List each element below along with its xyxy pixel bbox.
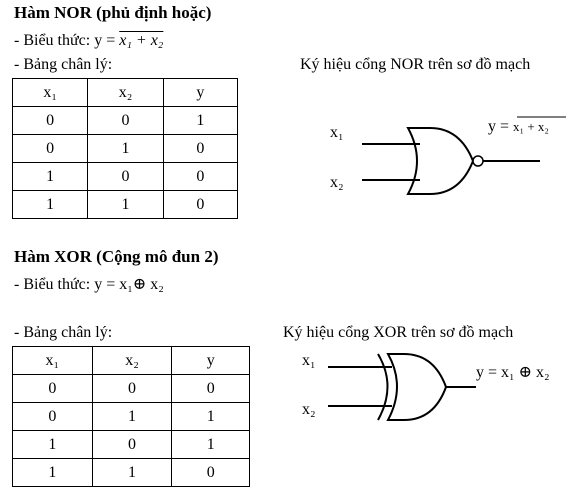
nor-table-cell: 0 xyxy=(162,162,239,191)
nor-inversion-bubble xyxy=(472,155,484,167)
xor-table-header-cell: x₂ xyxy=(91,346,173,375)
nor-table-cell: 1 xyxy=(87,134,164,163)
nor-symbol-caption: Ký hiệu cổng NOR trên sơ đồ mạch xyxy=(300,56,531,73)
nor-table-cell: 0 xyxy=(162,134,239,163)
xor-symbol-caption: Ký hiệu cổng XOR trên sơ đồ mạch xyxy=(283,324,514,341)
nor-gate-output-label: y = x₁ + x₂ xyxy=(488,118,549,135)
nor-gate-output-prefix: y = xyxy=(488,118,513,135)
nor-table-header-cell: x₂ xyxy=(87,78,164,107)
xor-title: Hàm XOR (Cộng mô đun 2) xyxy=(14,247,219,266)
nor-table-cell: 0 xyxy=(162,190,239,219)
nor-expression-prefix: - Biểu thức: y = xyxy=(14,32,120,49)
nor-expression-formula: x₁ + x₂ xyxy=(119,32,164,49)
xor-table-cell: 0 xyxy=(12,374,93,403)
nor-table-header-cell: y xyxy=(162,78,239,107)
nor-table-header-cell: x₁ xyxy=(11,78,89,107)
xor-table-cell: 0 xyxy=(12,402,93,431)
nor-gate-output-formula: x₁ + x₂ xyxy=(513,119,549,134)
nor-table-cell: 1 xyxy=(87,190,164,219)
nor-table-cell: 0 xyxy=(11,134,89,163)
nor-table-cell: 1 xyxy=(162,106,239,135)
xor-table-cell: 0 xyxy=(91,374,173,403)
xor-table-cell: 1 xyxy=(12,458,93,487)
xor-gate-input1-label: x₁ xyxy=(302,352,316,369)
nor-table-cell: 1 xyxy=(11,190,89,219)
xor-expression: - Biểu thức: y = x₁⊕ x₂ xyxy=(14,276,164,293)
xor-table-cell: 0 xyxy=(171,374,250,403)
xor-table-cell: 0 xyxy=(171,458,250,487)
nor-gate-diagram: x₁ x₂ y = x₁ + x₂ xyxy=(330,116,566,195)
xor-extra-input-arc xyxy=(377,353,389,421)
nor-table-cell: 0 xyxy=(87,106,164,135)
nor-table-cell: 0 xyxy=(87,162,164,191)
xor-table-cell: 1 xyxy=(91,402,173,431)
nor-table-cell: 1 xyxy=(11,162,89,191)
nor-gate-input1-label: x₁ xyxy=(330,124,344,141)
xor-table-cell: 1 xyxy=(171,402,250,431)
xor-table-header-cell: y xyxy=(171,346,250,375)
nor-gate-body xyxy=(406,127,475,195)
nor-gate-input2-label: x₂ xyxy=(330,174,344,191)
xor-truth-label: - Bảng chân lý: xyxy=(14,324,113,341)
nor-table-cell: 0 xyxy=(11,106,89,135)
xor-gate-body xyxy=(386,353,448,421)
xor-gate-input2-label: x₂ xyxy=(302,401,316,418)
xor-table-cell: 1 xyxy=(12,430,93,459)
xor-gate-output-label: y = x₁ ⊕ x₂ xyxy=(476,364,550,381)
xor-table-header-cell: x₁ xyxy=(12,346,93,375)
nor-title: Hàm NOR (phủ định hoặc) xyxy=(14,3,212,22)
xor-table-cell: 1 xyxy=(171,430,250,459)
xor-table-cell: 0 xyxy=(91,430,173,459)
nor-expression: - Biểu thức: y = x₁ + x₂ xyxy=(14,32,163,50)
nor-truth-label: - Bảng chân lý: xyxy=(14,56,113,73)
xor-gate-diagram: x₁ x₂ y = x₁ ⊕ x₂ xyxy=(302,352,550,421)
xor-table-cell: 1 xyxy=(91,458,173,487)
